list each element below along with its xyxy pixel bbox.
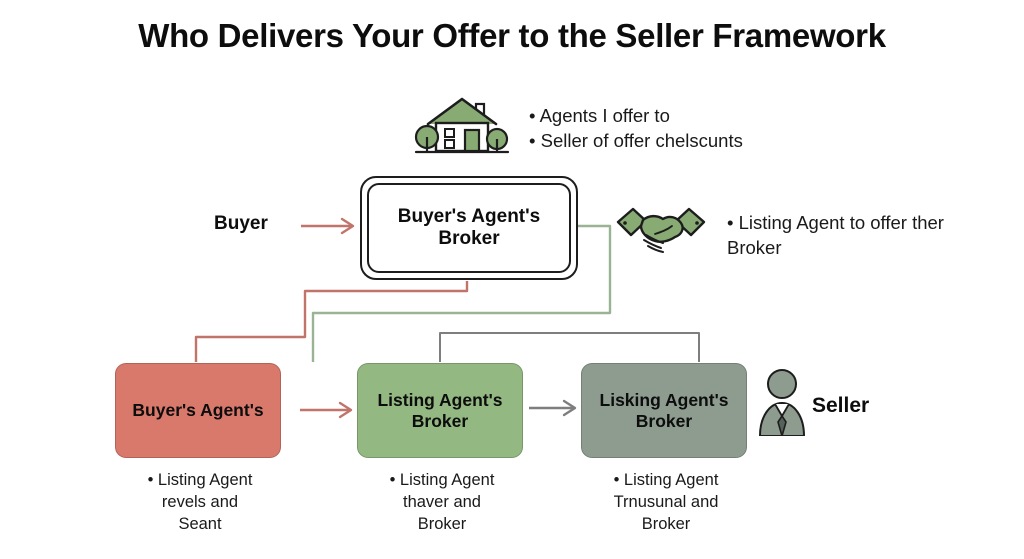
handshake-note-item-1: • Listing Agent to offer ther Broker — [727, 212, 944, 258]
person-suit-icon — [759, 369, 805, 436]
broker-group-bracket — [439, 332, 700, 362]
page-title: Who Delivers Your Offer to the Seller Fr… — [138, 17, 886, 54]
listing-agents-broker-note: • Listing Agent thaver and Broker — [389, 471, 495, 533]
buyer-label: Buyer — [214, 213, 268, 234]
lisking-agents-broker-note: • Listing Agent Trnusunal and Broker — [613, 471, 719, 533]
buyers-agent-to-listing-agent-arrow — [300, 401, 353, 419]
buyers-agents-broker-box-inner: Buyer's Agent's Broker — [367, 183, 571, 273]
handshake-note-list: • Listing Agent to offer ther Broker — [727, 211, 967, 261]
buyers-agents-broker-box[interactable]: Buyer's Agent's Broker — [360, 176, 578, 280]
listing-agents-broker-box[interactable]: Listing Agent's Broker — [357, 363, 523, 458]
handshake-icon — [616, 207, 706, 253]
seller-label: Seller — [812, 394, 870, 417]
listing-agents-broker-box-label: Listing Agent's Broker — [377, 389, 503, 431]
buyers-agents-broker-label: Buyer's Agent's Broker — [397, 205, 541, 249]
house-note-item-1: • Agents I offer to — [529, 105, 670, 126]
lisking-agents-broker-box[interactable]: Lisking Agent's Broker — [581, 363, 747, 458]
buyers-agent-note: • Listing Agent revels and Seant — [147, 471, 253, 533]
listing-agent-to-lisking-agent-arrow — [529, 399, 577, 417]
buyers-agent-box[interactable]: Buyer's Agent's — [115, 363, 281, 458]
broker-to-buyers-agent-connector — [194, 281, 469, 362]
buyer-to-broker-arrow — [301, 217, 355, 235]
lisking-agents-broker-box-label: Lisking Agent's Broker — [599, 389, 729, 431]
house-note-list: • Agents I offer to • Seller of offer ch… — [529, 104, 743, 154]
house-note-item-2: • Seller of offer chelscunts — [529, 129, 743, 151]
house-icon — [414, 97, 510, 154]
buyers-agent-box-label: Buyer's Agent's — [132, 400, 264, 420]
